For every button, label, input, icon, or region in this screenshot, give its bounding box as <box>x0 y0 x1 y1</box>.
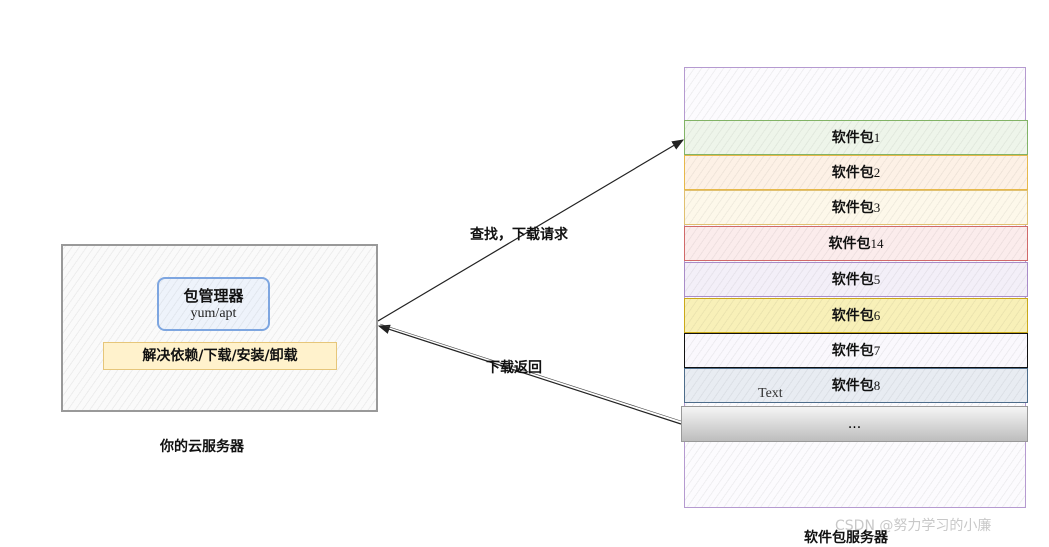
package-number: 3 <box>873 200 881 215</box>
response-arrow <box>377 324 682 425</box>
functions-bar: 解决依赖/下载/安装/卸载 <box>103 342 337 370</box>
stray-text: Text <box>758 386 783 401</box>
package-label: 软件包 <box>828 236 871 252</box>
request-label: 查找，下载请求 <box>470 227 568 243</box>
package-number: 7 <box>873 343 881 358</box>
package-label: 软件包 <box>831 272 874 288</box>
package-label: 软件包 <box>831 308 874 324</box>
package-row: 软件包14 <box>684 226 1028 261</box>
response-label: 下载返回 <box>486 360 542 376</box>
request-arrow <box>377 139 685 322</box>
ellipsis: ... <box>847 416 862 432</box>
package-number: 5 <box>873 272 881 287</box>
package-number: 14 <box>870 236 884 251</box>
cloud-server-caption: 你的云服务器 <box>160 439 244 455</box>
package-row: 软件包1 <box>684 120 1028 155</box>
package-row: 软件包3 <box>684 190 1028 225</box>
package-number: 8 <box>873 378 881 393</box>
package-label: 软件包 <box>831 378 874 394</box>
package-manager-subtitle: yum/apt <box>190 306 237 321</box>
package-label: 软件包 <box>831 130 874 146</box>
package-manager-title: 包管理器 <box>183 287 244 305</box>
package-row: 软件包6 <box>684 298 1028 333</box>
package-server-caption: 软件包服务器 <box>804 530 888 546</box>
package-label: 软件包 <box>831 343 874 359</box>
package-number: 2 <box>873 165 881 180</box>
watermark: CSDN @努力学习的小廉 <box>835 518 992 534</box>
package-manager-box: 包管理器 yum/apt <box>157 277 270 331</box>
package-row: 软件包8 <box>684 368 1028 403</box>
package-number: 6 <box>873 308 881 323</box>
package-number: 1 <box>873 130 881 145</box>
package-row: 软件包2 <box>684 155 1028 190</box>
package-label: 软件包 <box>831 200 874 216</box>
package-row: 软件包7 <box>684 333 1028 368</box>
package-row: 软件包5 <box>684 262 1028 297</box>
package-label: 软件包 <box>831 165 874 181</box>
more-packages-row: ... <box>681 406 1028 442</box>
